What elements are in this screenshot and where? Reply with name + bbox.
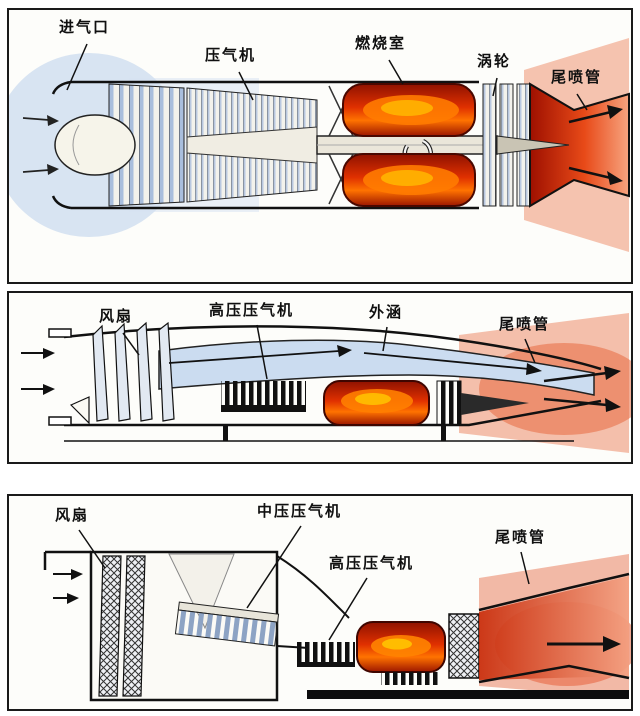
- label-fan: 风扇: [99, 307, 134, 325]
- label-combustor: 燃烧室: [355, 34, 407, 52]
- mount-bar: [307, 690, 629, 699]
- turbojet-diagram: [9, 38, 630, 252]
- label-bypass: 外涵: [369, 303, 404, 321]
- compressor-section: [108, 83, 318, 207]
- exhaust-nozzle: [478, 572, 630, 684]
- intake-arrows: [21, 348, 55, 395]
- label-nozzle: 尾喷管: [499, 315, 551, 333]
- intake-lip: [48, 328, 72, 426]
- combustor: [356, 621, 446, 685]
- leader-lines: [122, 324, 536, 380]
- hp-compressor: [221, 381, 306, 412]
- engine-mount-frame: [64, 425, 574, 442]
- leader-lines: [66, 43, 588, 111]
- label-hp-compressor: 高压压气机: [329, 554, 415, 572]
- turbofan-diagram: [21, 313, 631, 453]
- turbine: [448, 613, 480, 679]
- intake-arrows: [22, 115, 59, 175]
- label-turbine: 涡轮: [477, 52, 512, 70]
- engine-casing: [51, 80, 479, 210]
- label-nozzle: 尾喷管: [551, 68, 603, 86]
- exhaust-arrows: [568, 105, 623, 185]
- label-hp-compressor: 高压压气机: [209, 301, 295, 319]
- exhaust-arrow: [547, 636, 621, 652]
- turbofan-panel: 风扇 高压压气机 外涵 尾喷管: [7, 291, 633, 464]
- exhaust-arrows: [543, 366, 621, 412]
- fan-section: [98, 553, 235, 697]
- shaft: [316, 85, 498, 205]
- bypass-duct: [158, 339, 595, 396]
- bypass-arrows: [168, 345, 542, 375]
- turbofan-three-spool-panel: 风扇 中压压气机 高压压气机 尾喷管: [7, 494, 633, 711]
- label-ip-compressor: 中压压气机: [257, 502, 343, 520]
- nacelle-casing: [63, 325, 602, 427]
- combustor: [323, 380, 430, 426]
- intake-arrows: [53, 569, 83, 604]
- nose-spinner: [54, 114, 136, 176]
- label-compressor: 压气机: [205, 46, 257, 64]
- leader-lines: [78, 525, 530, 641]
- combustion-chambers: [342, 83, 476, 207]
- label-intake: 进气口: [59, 18, 111, 36]
- turbojet-panel: 进气口 压气机 燃烧室 涡轮 尾喷管: [7, 8, 633, 284]
- turbofan-three-spool-diagram: [43, 525, 631, 702]
- turbine: [436, 380, 529, 426]
- ip-compressor: [174, 601, 280, 647]
- label-fan: 风扇: [55, 506, 90, 524]
- label-nozzle: 尾喷管: [495, 528, 547, 546]
- fan-section: [69, 321, 175, 425]
- hp-compressor: [297, 642, 355, 667]
